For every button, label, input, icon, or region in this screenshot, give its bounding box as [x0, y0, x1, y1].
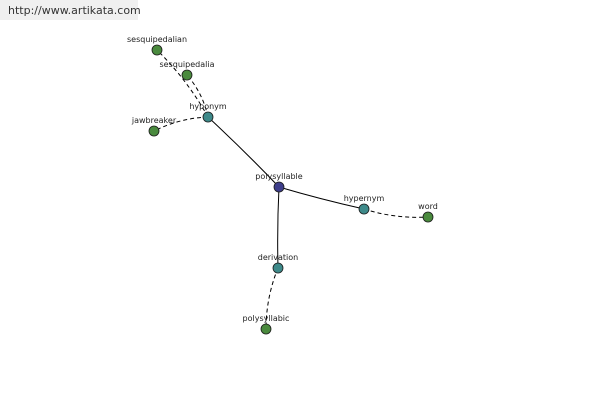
node-label-polysyllabic: polysyllabic	[243, 314, 290, 323]
node-label-polysyllable: polysyllable	[255, 172, 302, 181]
node-circle-polysyllabic[interactable]	[260, 323, 272, 335]
node-circle-sesquipedalian[interactable]	[151, 44, 163, 56]
node-derivation[interactable]: derivation	[258, 253, 298, 274]
node-circle-hypernym[interactable]	[358, 203, 370, 215]
edges-layer	[153, 49, 429, 330]
node-word[interactable]: word	[418, 202, 438, 223]
url-banner[interactable]: http://www.artikata.com	[0, 0, 141, 20]
edge-polysyllable-derivation	[277, 186, 280, 269]
node-circle-word[interactable]	[422, 211, 434, 223]
node-hypernym[interactable]: hypernym	[344, 194, 385, 215]
node-circle-jawbreaker[interactable]	[148, 125, 160, 137]
node-polysyllable[interactable]: polysyllable	[255, 172, 303, 193]
node-label-sesquipedalia: sesquipedalia	[160, 60, 215, 69]
node-label-jawbreaker: jawbreaker	[131, 116, 177, 125]
node-hyponym[interactable]: hyponym	[189, 102, 227, 123]
node-label-word: word	[418, 202, 438, 211]
node-jawbreaker[interactable]: jawbreaker	[131, 116, 177, 137]
edge-hyponym-sesquipedalian	[156, 49, 209, 118]
node-circle-polysyllable[interactable]	[273, 181, 285, 193]
nodes-layer: polysyllable hyponym hypernym derivation ses…	[127, 35, 438, 335]
node-sesquipedalian[interactable]: sesquipedalian	[127, 35, 187, 56]
node-label-hyponym: hyponym	[189, 102, 227, 111]
node-circle-hyponym[interactable]	[202, 111, 214, 123]
node-label-sesquipedalian: sesquipedalian	[127, 35, 187, 44]
node-sesquipedalia[interactable]: sesquipedalia	[160, 60, 215, 81]
node-label-derivation: derivation	[258, 253, 298, 262]
node-polysyllabic[interactable]: polysyllabic	[243, 314, 290, 335]
node-label-hypernym: hypernym	[344, 194, 385, 203]
node-circle-derivation[interactable]	[272, 262, 284, 274]
edge-polysyllable-hypernym	[278, 186, 365, 210]
edge-polysyllable-hyponym	[207, 116, 280, 188]
edge-hypernym-word	[363, 208, 429, 218]
node-circle-sesquipedalia[interactable]	[181, 69, 193, 81]
